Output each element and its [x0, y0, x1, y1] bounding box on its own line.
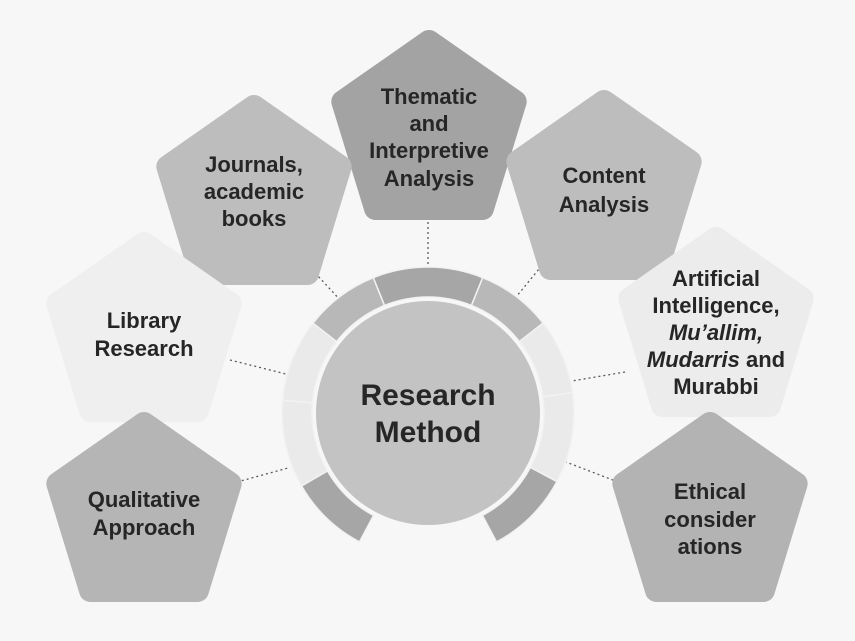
node-ethical-label-line-1: Ethical [674, 479, 746, 504]
center-title-line-2: Method [375, 416, 482, 449]
node-qualitative-label-line-2: Approach [93, 515, 196, 540]
node-thematic-label-line-1: Thematic [381, 84, 478, 109]
node-ai-label-line-5: Murabbi [673, 374, 759, 399]
node-content-label-line-1: Content [562, 163, 646, 188]
node-ai-label-line-3: Mu’allim, [669, 320, 763, 345]
center-title-line-1: Research [360, 379, 495, 412]
node-thematic-label-line-4: Analysis [384, 166, 475, 191]
connector-qualitative [236, 467, 289, 483]
node-library-pentagon [46, 231, 242, 423]
node-library-label-line-1: Library [107, 308, 182, 333]
node-journals-label-line-2: academic [204, 179, 304, 204]
node-journals-label-line-3: books [222, 206, 287, 231]
node-ai-label-line-2: Intelligence, [652, 293, 779, 318]
node-ai-pentagon [618, 226, 814, 418]
center-ring [281, 266, 575, 543]
ring-segment [300, 469, 375, 543]
node-library-label-line-2: Research [94, 336, 193, 361]
node-qualitative-pentagon [46, 411, 242, 603]
node-ethical-label-line-3: ations [678, 534, 743, 559]
node-thematic-label-line-2: and [409, 111, 448, 136]
node-qualitative-label-line-1: Qualitative [88, 487, 200, 512]
connector-journals [304, 261, 343, 303]
ring-segment [481, 466, 558, 543]
node-ai-label-line-4: Mudarris and [647, 347, 785, 372]
node-ai-label-line-1: Artificial [672, 266, 760, 291]
connector-ethical [565, 461, 619, 483]
center-circle [316, 301, 540, 525]
node-journals-label-line-1: Journals, [205, 152, 303, 177]
node-content-pentagon [506, 89, 702, 281]
node-ethical-pentagon [612, 411, 808, 603]
node-ethical-label-line-2: consider [664, 507, 756, 532]
node-journals-pentagon [156, 94, 352, 286]
connector-library [229, 359, 291, 376]
node-content-label-line-2: Analysis [559, 192, 650, 217]
node-thematic-label-line-3: Interpretive [369, 138, 489, 163]
node-thematic-pentagon [331, 29, 527, 221]
